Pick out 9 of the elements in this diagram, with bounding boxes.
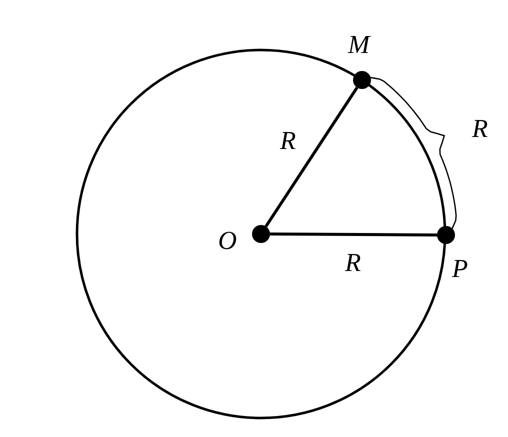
point-label: M	[348, 32, 370, 58]
point-label: P	[452, 256, 468, 282]
radius-line	[270, 232, 437, 236]
radius-line	[264, 86, 358, 228]
point-dot	[353, 71, 371, 89]
point-dot	[252, 225, 270, 243]
point-dot	[437, 226, 455, 244]
arc-length-label: R	[472, 116, 488, 142]
point-label: O	[218, 228, 237, 254]
